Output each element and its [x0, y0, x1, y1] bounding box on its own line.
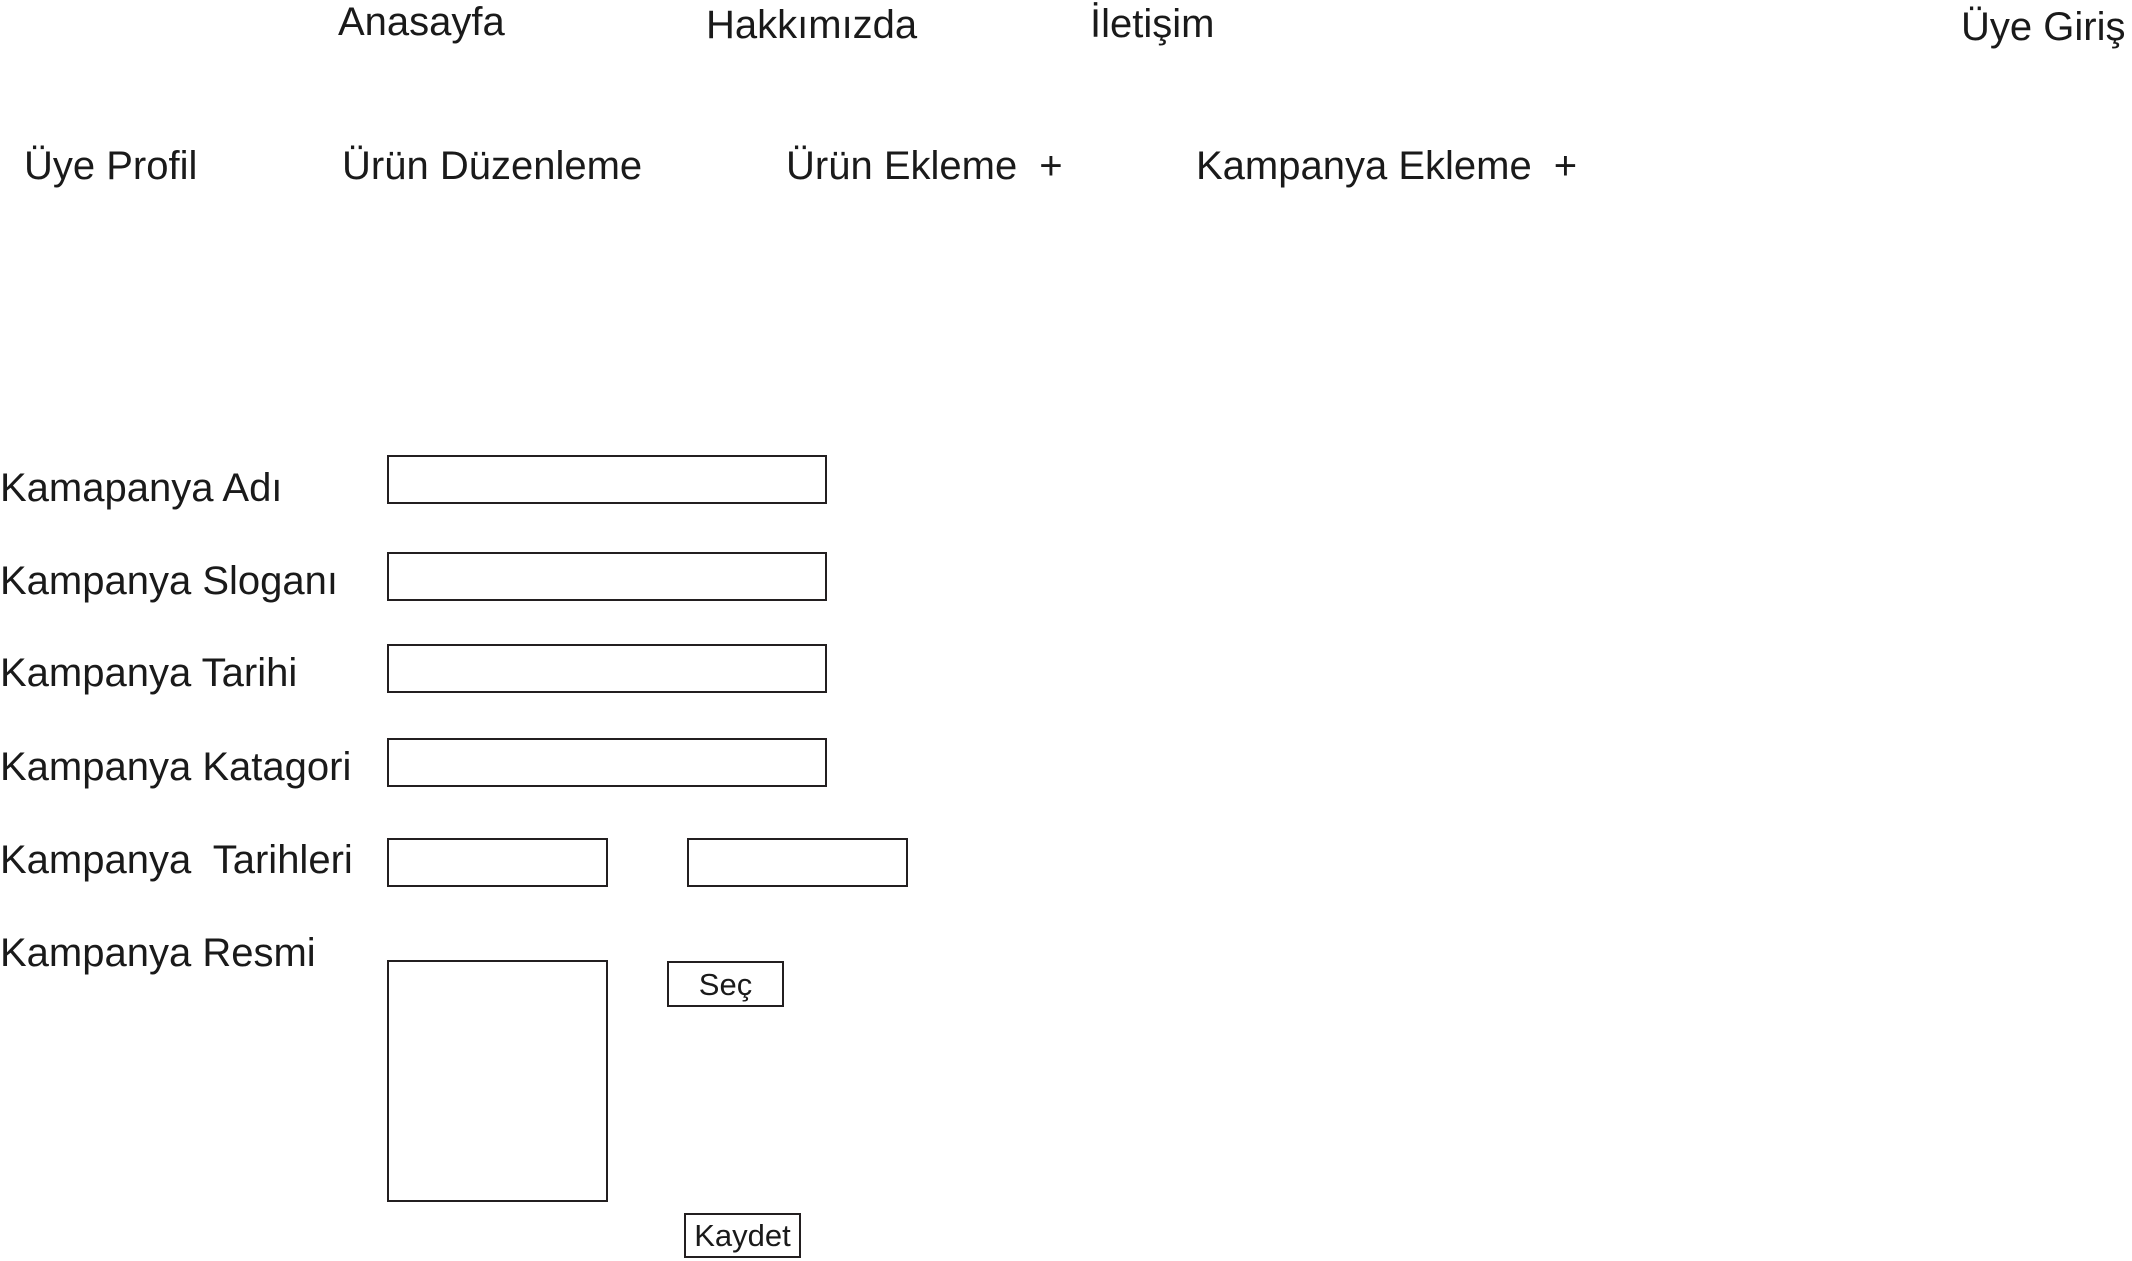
nav-member-login-link[interactable]: Üye Giriş [1961, 5, 2126, 49]
campaign-start-date-input[interactable] [387, 838, 608, 887]
menu-campaign-add-link[interactable]: Kampanya Ekleme + [1196, 144, 1577, 188]
select-image-button[interactable]: Seç [667, 961, 784, 1007]
save-button[interactable]: Kaydet [684, 1213, 801, 1258]
campaign-end-date-input[interactable] [687, 838, 908, 887]
menu-member-profile-link[interactable]: Üye Profil [24, 144, 198, 188]
menu-product-add-label: Ürün Ekleme [786, 144, 1018, 188]
nav-about-link[interactable]: Hakkımızda [706, 3, 918, 47]
campaign-image-label: Kampanya Resmi [0, 931, 316, 975]
campaign-date-label: Kampanya Tarihi [0, 651, 298, 695]
campaign-date-input[interactable] [387, 644, 827, 693]
campaign-dates-label: Kampanya Tarihleri [0, 838, 353, 882]
plus-icon: + [1039, 144, 1063, 188]
nav-home-link[interactable]: Anasayfa [338, 0, 505, 44]
nav-contact-link[interactable]: İletişim [1090, 2, 1215, 46]
campaign-slogan-label: Kampanya Sloganı [0, 559, 339, 603]
campaign-name-label: Kamapanya Adı [0, 466, 283, 510]
campaign-slogan-input[interactable] [387, 552, 827, 601]
campaign-image-preview [387, 960, 608, 1202]
menu-campaign-add-label: Kampanya Ekleme [1196, 144, 1532, 188]
menu-product-edit-link[interactable]: Ürün Düzenleme [342, 144, 643, 188]
menu-product-add-link[interactable]: Ürün Ekleme + [786, 144, 1063, 188]
campaign-category-input[interactable] [387, 738, 827, 787]
campaign-category-label: Kampanya Katagori [0, 745, 352, 789]
plus-icon: + [1553, 144, 1578, 188]
campaign-name-input[interactable] [387, 455, 827, 504]
